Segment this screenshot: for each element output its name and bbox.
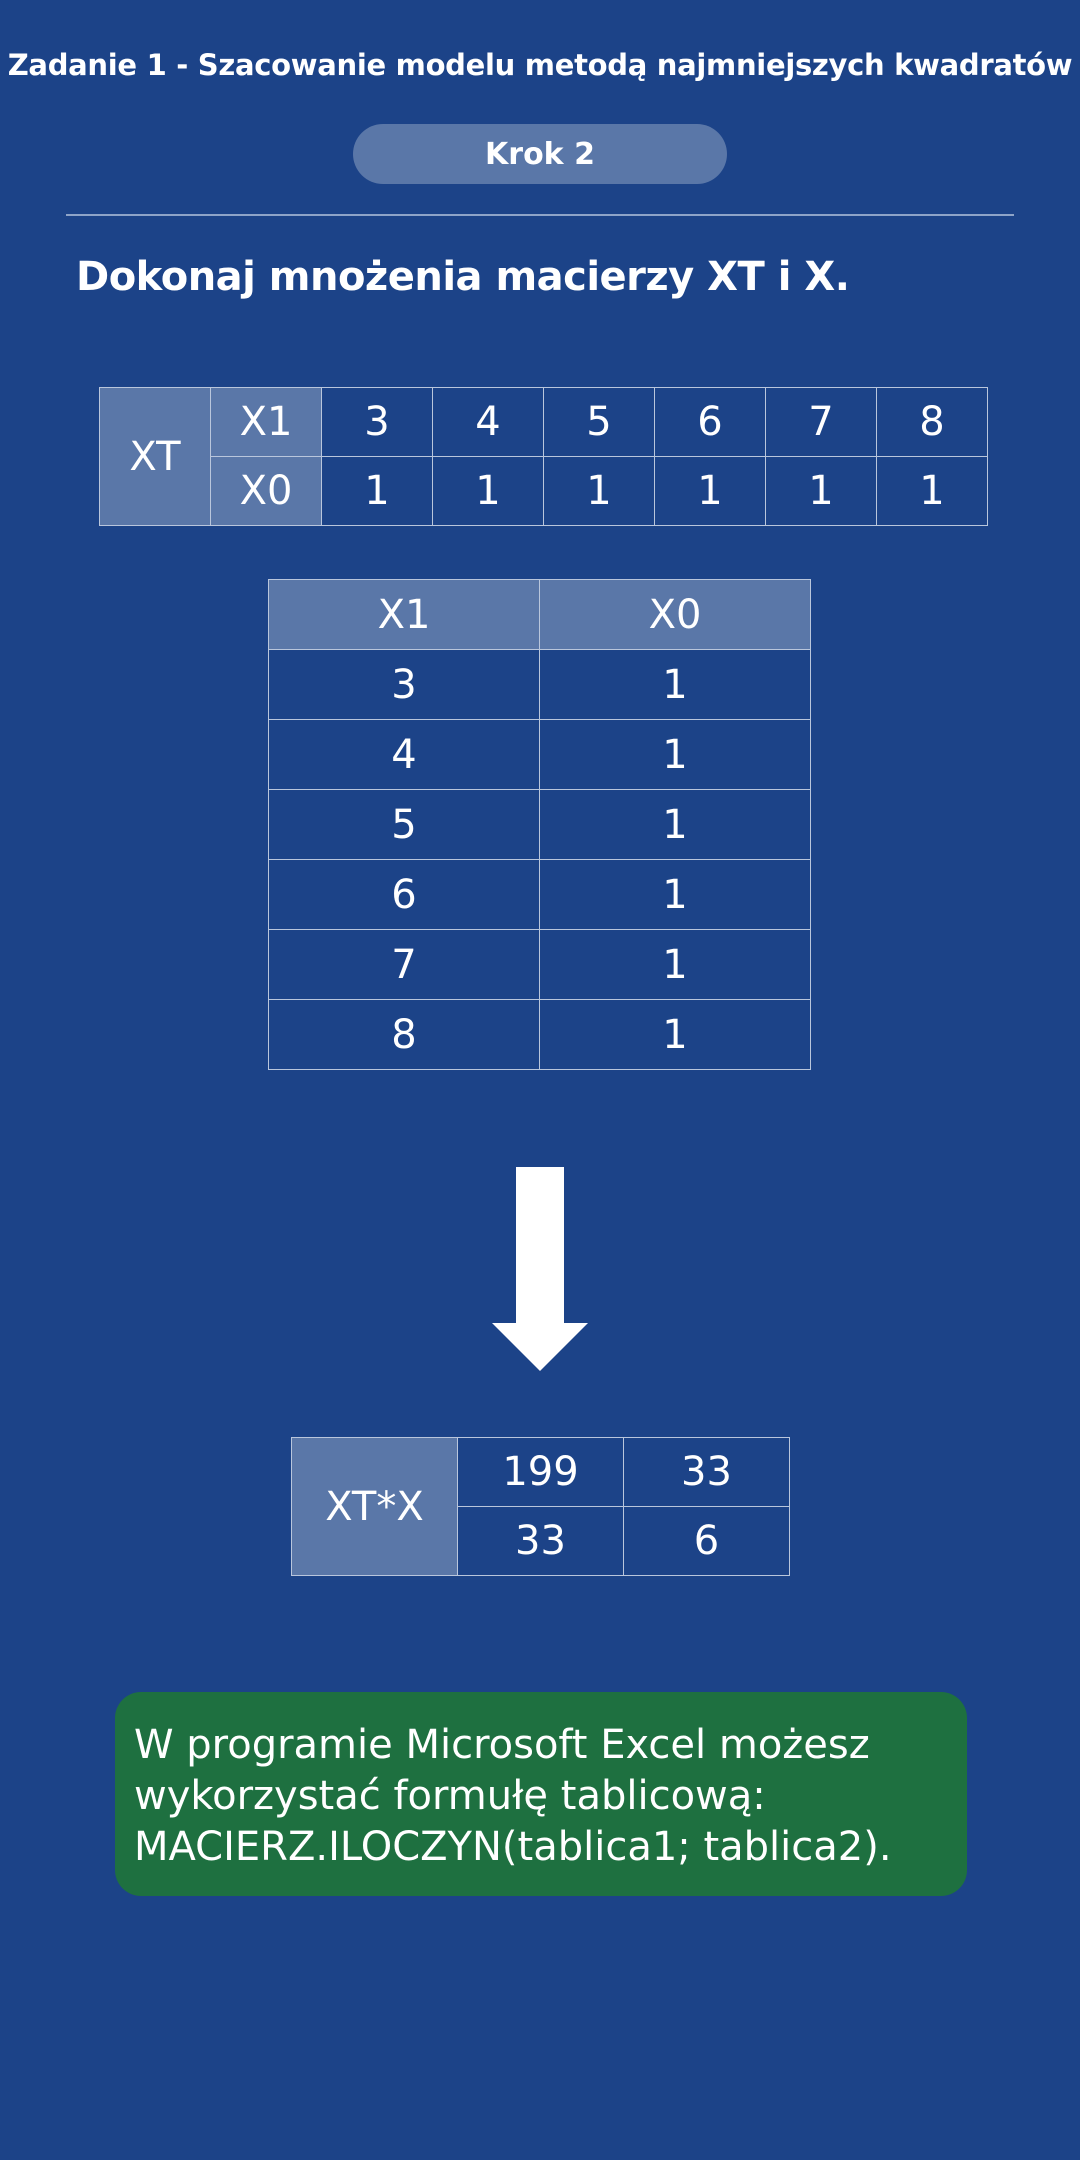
matrix-cell: 8 [876, 387, 988, 457]
matrix-label: XT [99, 387, 211, 526]
matrix-cell: 1 [539, 999, 811, 1070]
matrix-cell: 1 [539, 719, 811, 790]
matrix-cell: 33 [457, 1506, 624, 1576]
matrix-cell: 6 [623, 1506, 790, 1576]
table-row: 4 1 [268, 719, 811, 790]
header-divider [66, 214, 1014, 216]
step-badge: Krok 2 [353, 124, 727, 184]
table-row: X0 1 1 1 1 1 1 [100, 456, 988, 526]
matrix-cell: 6 [654, 387, 766, 457]
table-row: 5 1 [268, 789, 811, 860]
matrix-cell: 6 [268, 859, 540, 930]
matrix-cell: 33 [623, 1437, 790, 1507]
instruction-text: Dokonaj mnożenia macierzy XT i X. [76, 254, 850, 300]
matrix-cell: 3 [321, 387, 433, 457]
matrix-cell: 5 [268, 789, 540, 860]
xt-matrix-table: XT X1 3 4 5 6 7 8 X0 1 1 1 1 1 1 [99, 387, 988, 526]
matrix-cell: 1 [765, 456, 877, 526]
result-matrix-table: XT*X 199 33 33 6 [291, 1437, 790, 1576]
matrix-cell: 7 [765, 387, 877, 457]
arrow-down-icon [492, 1167, 588, 1371]
table-row: 7 1 [268, 929, 811, 1000]
row-header: X0 [210, 456, 322, 526]
x-matrix-table: X1 X0 3 1 4 1 5 1 6 1 7 1 8 1 [268, 579, 811, 1070]
hint-line: MACIERZ.ILOCZYN(tablica1; tablica2). [134, 1824, 892, 1870]
matrix-cell: 4 [432, 387, 544, 457]
column-header: X1 [268, 579, 540, 650]
excel-hint-box: W programie Microsoft Excel możesz wykor… [115, 1692, 967, 1896]
matrix-cell: 199 [457, 1437, 624, 1507]
table-row: XT*X 199 33 [291, 1437, 790, 1576]
table-row: 8 1 [268, 999, 811, 1070]
table-header-row: X1 X0 [268, 579, 811, 650]
matrix-cell: 8 [268, 999, 540, 1070]
hint-line: wykorzystać formułę tablicową: [134, 1773, 766, 1819]
matrix-cell: 1 [432, 456, 544, 526]
matrix-cell: 1 [539, 649, 811, 720]
matrix-cell: 1 [654, 456, 766, 526]
matrix-cell: 3 [268, 649, 540, 720]
matrix-cell: 4 [268, 719, 540, 790]
row-header: X1 [210, 387, 322, 457]
matrix-cell: 1 [876, 456, 988, 526]
table-row: 6 1 [268, 859, 811, 930]
table-row: 33 6 [292, 1506, 790, 1576]
matrix-cell: 7 [268, 929, 540, 1000]
matrix-cell: 1 [321, 456, 433, 526]
matrix-cell: 5 [543, 387, 655, 457]
matrix-cell: 1 [543, 456, 655, 526]
table-row: 3 1 [268, 649, 811, 720]
step-label: Krok 2 [485, 136, 595, 172]
matrix-label: XT*X [291, 1437, 458, 1576]
page-title: Zadanie 1 - Szacowanie modelu metodą naj… [7, 48, 1073, 82]
matrix-cell: 1 [539, 789, 811, 860]
matrix-cell: 1 [539, 929, 811, 1000]
matrix-cell: 1 [539, 859, 811, 930]
column-header: X0 [539, 579, 811, 650]
table-row: XT X1 3 4 5 6 7 8 [99, 387, 988, 526]
hint-line: W programie Microsoft Excel możesz [134, 1722, 870, 1768]
